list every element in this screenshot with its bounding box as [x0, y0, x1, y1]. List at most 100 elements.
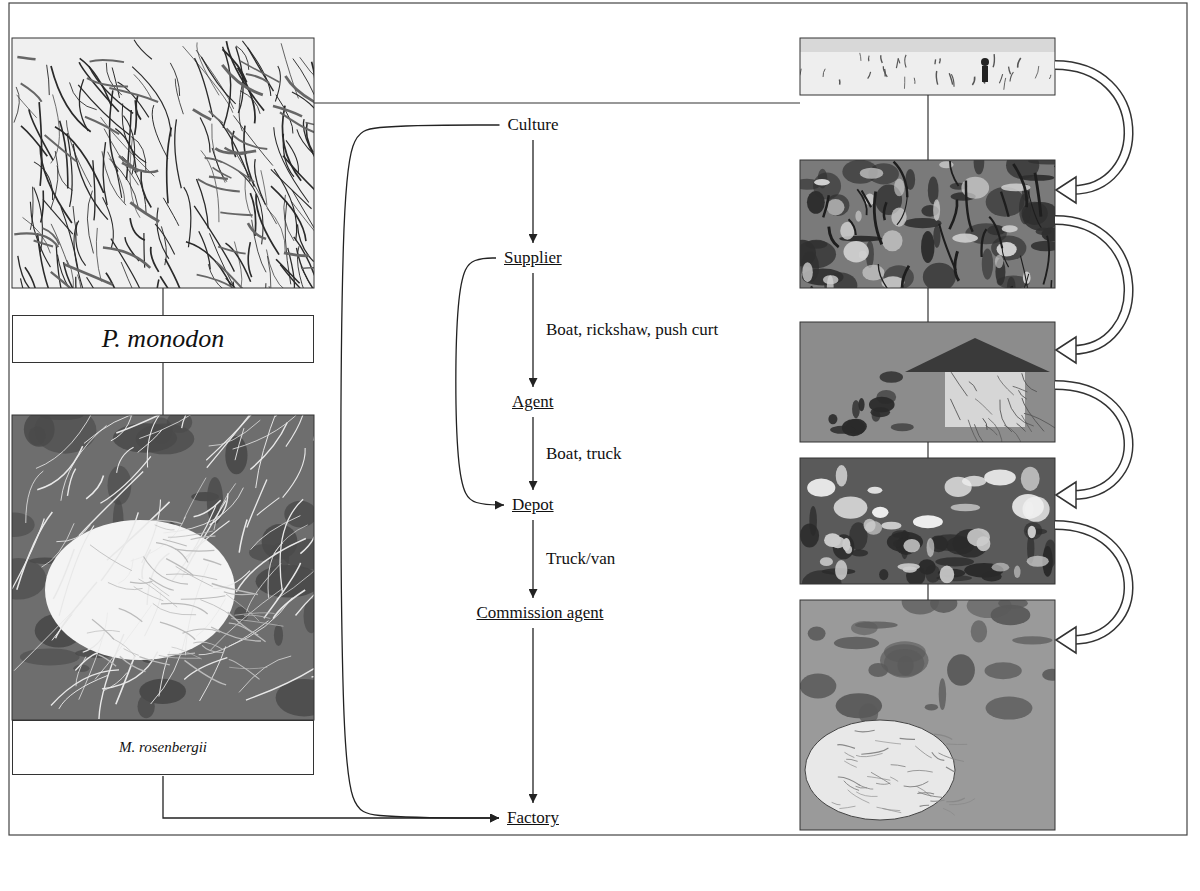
photo-texture	[248, 48, 274, 91]
photo-texture	[900, 738, 915, 739]
photo-texture	[1028, 526, 1036, 539]
photo-texture	[184, 660, 226, 685]
photo-texture	[879, 569, 888, 580]
photo-texture	[271, 169, 312, 208]
photo-texture	[939, 678, 946, 710]
photo-texture	[201, 57, 235, 104]
node-text: P. monodon	[102, 324, 224, 354]
flow-connector	[532, 520, 533, 598]
photo-texture	[974, 160, 985, 174]
photo-texture	[267, 208, 285, 253]
photo-texture	[147, 415, 177, 468]
photo-texture	[856, 786, 868, 788]
photo-texture	[51, 224, 69, 268]
photo-texture	[229, 660, 260, 680]
photo-texture	[175, 119, 182, 188]
photo-texture	[273, 590, 305, 619]
photo-texture	[256, 415, 279, 488]
photo-texture	[166, 574, 217, 580]
photo-texture	[155, 525, 175, 530]
photo-texture	[1014, 566, 1021, 578]
photo-texture	[999, 74, 1002, 83]
photo-texture	[943, 808, 955, 815]
photo-texture	[988, 418, 1002, 442]
photo-texture	[986, 187, 1025, 217]
photo-texture	[224, 592, 254, 595]
photo-texture	[195, 58, 213, 117]
photo-texture	[916, 786, 931, 797]
photo-texture	[1000, 400, 1012, 432]
photo-texture	[864, 519, 876, 532]
photo-texture	[280, 112, 314, 134]
photo-texture	[47, 65, 50, 95]
photo-texture	[229, 623, 266, 642]
photo-texture	[163, 488, 243, 533]
photo-texture	[240, 61, 280, 82]
photo-texture	[823, 69, 825, 77]
photo-texture	[867, 777, 890, 781]
photo-texture	[971, 620, 987, 642]
photo-texture	[244, 615, 270, 618]
photo-texture	[25, 267, 38, 288]
photo-texture	[894, 179, 904, 197]
photo-texture	[993, 54, 994, 67]
photo-texture	[836, 693, 882, 718]
photo-texture	[844, 761, 857, 767]
photo-texture	[51, 272, 84, 288]
photo-texture	[210, 588, 283, 651]
photo-border	[12, 415, 314, 720]
flow-arrow-head	[1056, 482, 1076, 508]
photo-texture	[157, 208, 169, 259]
cage	[945, 372, 1025, 427]
photo-texture	[226, 594, 259, 621]
photo-texture	[112, 67, 119, 97]
transport-label: Boat, rickshaw, push curt	[543, 320, 721, 340]
photo-texture	[59, 525, 94, 615]
photo-texture	[829, 227, 839, 247]
photo-texture	[136, 95, 141, 119]
photo-texture	[95, 605, 152, 679]
photo-texture	[166, 559, 193, 576]
photo-texture	[106, 273, 129, 288]
photo-texture	[283, 134, 294, 177]
flow-connector	[456, 258, 504, 505]
photo-texture	[972, 77, 974, 85]
photo-texture	[837, 745, 855, 749]
photo-texture	[881, 522, 901, 530]
photo-texture	[284, 501, 314, 528]
photo-texture	[868, 487, 883, 494]
photo-texture	[151, 520, 183, 523]
photo-texture	[159, 655, 201, 658]
person	[981, 58, 989, 66]
photo-texture	[130, 581, 152, 583]
photo-texture	[300, 57, 314, 98]
stage-label: Commission agent	[473, 601, 608, 625]
photo-texture	[130, 218, 145, 240]
photo-texture	[1035, 66, 1039, 78]
photo-texture	[207, 415, 252, 468]
photo-texture	[256, 565, 314, 598]
photo-texture	[120, 656, 146, 671]
node-text: Factory	[507, 808, 559, 827]
photo-texture	[161, 226, 166, 265]
photo-texture	[36, 415, 101, 468]
photo-texture	[807, 479, 835, 497]
photo-texture	[220, 212, 252, 215]
photo-texture	[233, 415, 309, 449]
photo-texture	[12, 518, 44, 588]
photo-texture	[248, 223, 266, 239]
photo-texture	[296, 581, 314, 615]
photo-texture	[172, 647, 202, 659]
species-label-box: P. monodon	[12, 315, 314, 363]
photo-texture	[138, 430, 162, 452]
photo-texture	[103, 142, 107, 205]
photo-texture	[17, 57, 35, 59]
photo-texture	[51, 66, 91, 132]
photo-texture	[1008, 398, 1034, 426]
photo-texture	[925, 704, 938, 710]
photo-texture	[283, 156, 314, 206]
photo-texture	[76, 222, 86, 265]
photo-texture	[276, 679, 314, 716]
prawn-body	[45, 520, 235, 660]
photo-texture	[892, 530, 910, 538]
